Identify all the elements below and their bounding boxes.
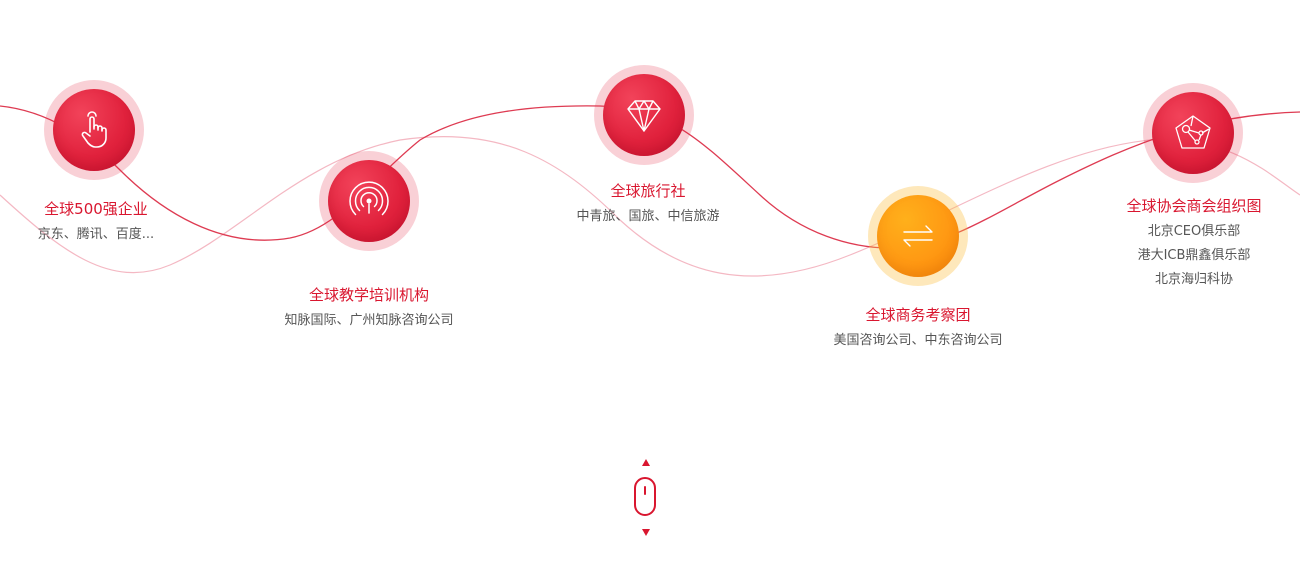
node-desc: 北京海归科协 <box>1154 272 1233 287</box>
faint-wave <box>0 136 1300 277</box>
tap-hand-icon <box>81 111 107 148</box>
node-training-label: 全球教学培训机构 知脉国际、广州知脉咨询公司 <box>239 284 499 333</box>
node-associations-label: 全球协会商会组织图 北京CEO俱乐部 港大ICB鼎鑫俱乐部 北京海归科协 <box>1064 195 1300 292</box>
scroll-hint[interactable] <box>631 458 661 538</box>
node-desc: 美国咨询公司、中东咨询公司 <box>833 333 1003 348</box>
node-business-label: 全球商务考察团 美国咨询公司、中东咨询公司 <box>788 304 1048 353</box>
node-title: 全球协会商会组织图 <box>1126 197 1262 215</box>
exchange-arrows-icon <box>903 225 933 247</box>
node-fortune500-label: 全球500强企业 京东、腾讯、百度... <box>0 198 226 247</box>
node-core <box>53 89 135 171</box>
mouse-wheel <box>644 486 646 495</box>
main-wave <box>0 105 1300 249</box>
arrow-down-icon <box>642 529 650 536</box>
node-associations[interactable] <box>1143 83 1243 183</box>
network-pentagon-icon <box>1175 115 1211 149</box>
node-desc: 中青旅、国旅、中信旅游 <box>576 209 720 224</box>
node-fortune500[interactable] <box>44 80 144 180</box>
node-travel[interactable] <box>594 65 694 165</box>
node-title: 全球教学培训机构 <box>308 286 429 304</box>
node-desc: 港大ICB鼎鑫俱乐部 <box>1137 248 1251 263</box>
diamond-icon <box>627 100 661 132</box>
node-business[interactable] <box>868 186 968 286</box>
mouse-scroll-icon <box>634 477 656 516</box>
node-core <box>1152 92 1234 174</box>
node-title: 全球旅行社 <box>610 182 686 200</box>
node-core <box>603 74 685 156</box>
broadcast-icon <box>349 181 389 216</box>
node-core <box>877 195 959 277</box>
node-travel-label: 全球旅行社 中青旅、国旅、中信旅游 <box>518 180 778 229</box>
node-title: 全球商务考察团 <box>865 306 971 324</box>
arrow-up-icon <box>642 459 650 466</box>
node-title: 全球500强企业 <box>44 200 148 218</box>
node-desc: 京东、腾讯、百度... <box>37 227 155 242</box>
node-desc: 北京CEO俱乐部 <box>1147 224 1241 239</box>
node-core <box>328 160 410 242</box>
node-training[interactable] <box>319 151 419 251</box>
node-desc: 知脉国际、广州知脉咨询公司 <box>284 313 454 328</box>
